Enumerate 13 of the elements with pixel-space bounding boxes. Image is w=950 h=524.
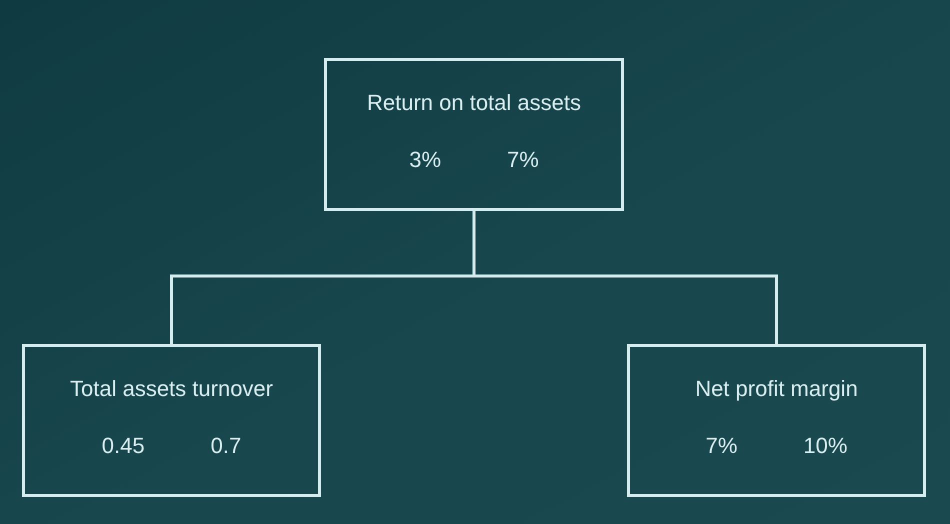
metric-value: 3% (409, 146, 441, 174)
node-title: Return on total assets (366, 89, 581, 117)
metric-value: 0.7 (210, 432, 242, 460)
metric-box (22, 344, 321, 497)
metric-value: 0.45 (102, 432, 145, 460)
metric-box (324, 58, 624, 211)
metric-value: 10% (803, 432, 848, 460)
metric-value: 7% (706, 432, 738, 460)
node-title: Net profit margin (695, 375, 858, 403)
metric-value: 7% (507, 146, 539, 174)
node-title: Total assets turnover (70, 375, 273, 403)
connector-line (472, 211, 778, 344)
metric-box (627, 344, 926, 497)
